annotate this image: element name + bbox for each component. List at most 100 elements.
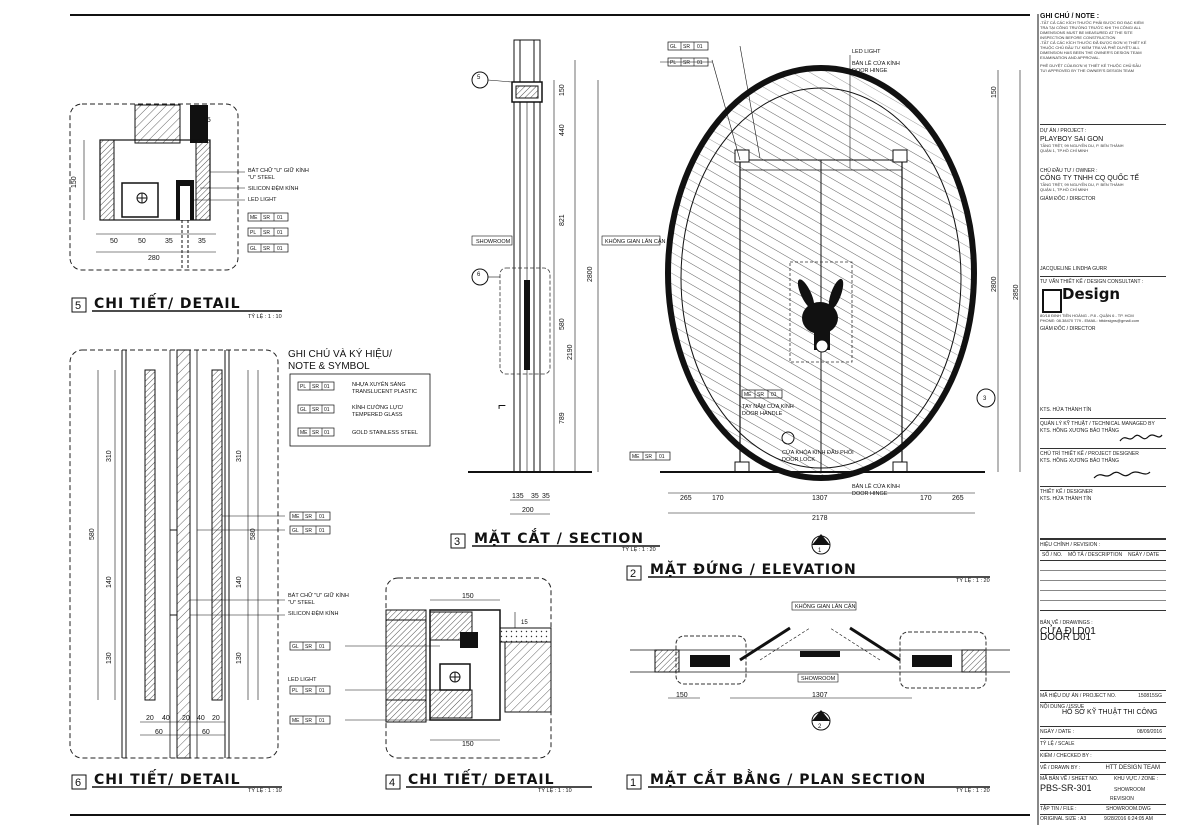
svg-text:150: 150 [462, 593, 474, 600]
plan-section-1-view: KHÔNG GIAN LÂN CẬN SHOWROOM 150 1307 2 1… [626, 601, 1010, 794]
svg-text:TAY NẮM CỬA KÍNH: TAY NẮM CỬA KÍNH [742, 402, 794, 410]
svg-text:2800: 2800 [587, 266, 594, 282]
svg-text:265: 265 [952, 495, 964, 502]
svg-text:SR: SR [683, 60, 690, 66]
bunny-logo-icon [797, 278, 844, 353]
svg-text:200: 200 [522, 507, 534, 514]
svg-text:ME: ME [292, 718, 300, 724]
svg-text:SHOWROOM: SHOWROOM [801, 676, 836, 682]
svg-text:01: 01 [697, 60, 703, 66]
svg-text:01: 01 [319, 528, 325, 534]
svg-text:MẶT ĐỨNG / ELEVATION: MẶT ĐỨNG / ELEVATION [650, 560, 857, 578]
svg-text:MẶT CẮT / SECTION: MẶT CẮT / SECTION [474, 528, 644, 547]
svg-text:BẢN LỀ CỬA KÍNH: BẢN LỀ CỬA KÍNH [852, 60, 900, 67]
svg-text:150: 150 [462, 741, 474, 748]
svg-text:01: 01 [277, 230, 283, 236]
svg-text:265: 265 [680, 495, 692, 502]
svg-text:35: 35 [531, 493, 539, 500]
svg-text:SR: SR [312, 384, 319, 390]
svg-text:BÁT CHỮ "U" GIỮ KÍNH: BÁT CHỮ "U" GIỮ KÍNH [248, 167, 309, 174]
svg-text:170: 170 [712, 495, 724, 502]
svg-text:2850: 2850 [1013, 284, 1020, 300]
svg-text:TỶ LỆ : 1 : 20: TỶ LỆ : 1 : 20 [956, 576, 990, 584]
svg-text:01: 01 [659, 454, 665, 460]
svg-text:PL: PL [292, 688, 298, 694]
svg-text:TỶ LỆ : 1 : 20: TỶ LỆ : 1 : 20 [622, 545, 656, 553]
svg-text:35: 35 [198, 238, 206, 245]
svg-text:1: 1 [630, 777, 636, 789]
svg-text:GHI CHÚ VÀ KÝ HIỆU/: GHI CHÚ VÀ KÝ HIỆU/ [288, 347, 392, 360]
svg-text:40: 40 [162, 715, 170, 722]
owner-section: CHỦ ĐẦU TƯ / OWNER : CÔNG TY TNHH CQ QUỐ… [1040, 168, 1140, 202]
svg-text:20: 20 [182, 715, 190, 722]
svg-text:ME: ME [744, 392, 752, 398]
svg-text:140: 140 [236, 576, 243, 588]
svg-text:PL: PL [300, 384, 306, 390]
view-1-title: 1 MẶT CẮT BẰNG / PLAN SECTION TỶ LỆ : 1 … [626, 769, 990, 794]
svg-text:TỶ LỆ : 1 : 10: TỶ LỆ : 1 : 10 [248, 312, 282, 320]
svg-text:SR: SR [757, 392, 764, 398]
svg-text:SILICON ĐỆM KÍNH: SILICON ĐỆM KÍNH [248, 184, 298, 192]
svg-text:LED LIGHT: LED LIGHT [852, 49, 881, 55]
svg-text:01: 01 [319, 644, 325, 650]
svg-text:GL: GL [292, 528, 299, 534]
svg-text:580: 580 [250, 528, 257, 540]
svg-text:01: 01 [324, 430, 330, 436]
svg-text:PL: PL [250, 230, 256, 236]
svg-text:310: 310 [236, 450, 243, 462]
svg-text:SR: SR [263, 246, 270, 252]
view-3-title: 3 MẶT CẮT / SECTION TỶ LỆ : 1 : 20 [450, 528, 660, 553]
svg-text:BẢN LỀ CỬA KÍNH: BẢN LỀ CỬA KÍNH [852, 483, 900, 490]
svg-text:LED LIGHT: LED LIGHT [248, 197, 277, 203]
svg-text:140: 140 [106, 576, 113, 588]
svg-text:6: 6 [75, 777, 81, 789]
svg-text:2190: 2190 [567, 344, 574, 360]
svg-text:SR: SR [683, 44, 690, 50]
svg-text:GL: GL [670, 44, 677, 50]
svg-text:BÁT CHỮ "U" GIỮ KÍNH: BÁT CHỮ "U" GIỮ KÍNH [288, 592, 349, 599]
svg-text:35: 35 [542, 493, 550, 500]
svg-text:2178: 2178 [812, 515, 828, 522]
svg-text:150: 150 [991, 86, 998, 98]
svg-text:60: 60 [202, 729, 210, 736]
svg-text:01: 01 [319, 514, 325, 520]
svg-text:40: 40 [197, 715, 205, 722]
svg-text:SR: SR [645, 454, 652, 460]
svg-text:CHI TIẾT/ DETAIL: CHI TIẾT/ DETAIL [408, 769, 555, 788]
svg-text:SR: SR [305, 528, 312, 534]
svg-text:NHỰA XUYÊN SÁNG: NHỰA XUYÊN SÁNG [352, 380, 406, 388]
svg-text:TỶ LỆ : 1 : 10: TỶ LỆ : 1 : 10 [248, 786, 282, 794]
svg-text:SR: SR [305, 644, 312, 650]
svg-text:KHÔNG GIAN LÂN CẬN: KHÔNG GIAN LÂN CẬN [795, 603, 856, 610]
svg-text:150: 150 [559, 84, 566, 96]
tech-manager: QUẢN LÝ KỸ THUẬT / TECHNICAL MANAGED BY … [1040, 421, 1155, 434]
signature [1092, 468, 1152, 482]
svg-text:280: 280 [148, 255, 160, 262]
svg-text:580: 580 [89, 528, 96, 540]
svg-text:ME: ME [292, 514, 300, 520]
svg-text:"U" STEEL: "U" STEEL [248, 175, 275, 181]
svg-text:789: 789 [559, 412, 566, 424]
svg-text:DOOR HINGE: DOOR HINGE [852, 68, 888, 74]
section-3-view: 5 6 150 440 821 2800 580 2190 789 135 35… [450, 39, 666, 553]
view-6-title: 6 CHI TIẾT/ DETAIL TỶ LỆ : 1 : 10 [71, 769, 282, 794]
svg-text:SR: SR [305, 514, 312, 520]
htt-logo-icon [1042, 289, 1062, 313]
svg-text:KHÔNG GIAN LÂN CẬN: KHÔNG GIAN LÂN CẬN [605, 238, 666, 245]
svg-text:DOOR HINGE: DOOR HINGE [852, 491, 888, 497]
svg-text:TỶ LỆ : 1 : 20: TỶ LỆ : 1 : 20 [956, 786, 990, 794]
svg-text:135: 135 [512, 493, 524, 500]
svg-text:1307: 1307 [812, 692, 828, 699]
svg-text:310: 310 [106, 450, 113, 462]
svg-text:ME: ME [632, 454, 640, 460]
svg-text:6: 6 [477, 272, 481, 278]
svg-text:01: 01 [697, 44, 703, 50]
svg-text:01: 01 [277, 246, 283, 252]
svg-text:LED LIGHT: LED LIGHT [288, 677, 317, 683]
svg-text:15: 15 [203, 117, 211, 124]
